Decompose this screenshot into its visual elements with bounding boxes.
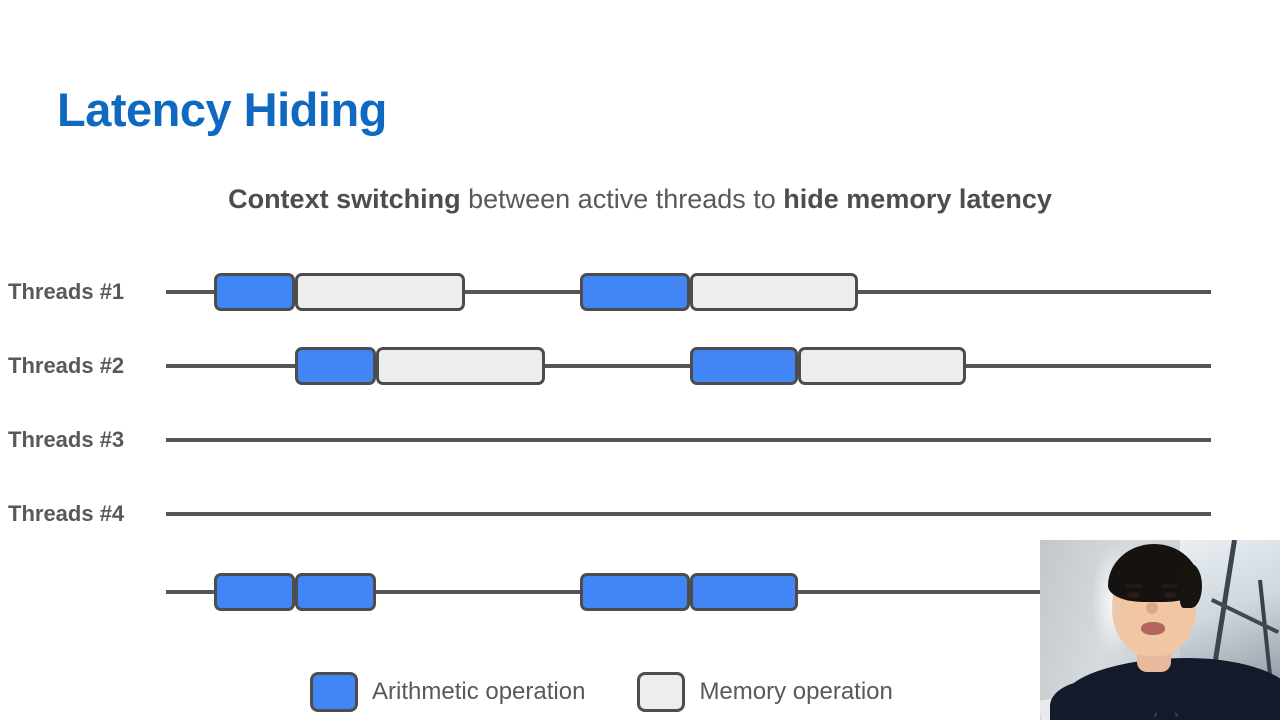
timeline-track-line	[166, 364, 1211, 368]
arithmetic-operation-block	[690, 573, 798, 611]
arithmetic-swatch-icon	[310, 672, 358, 712]
webcam-person-shoulder	[1050, 680, 1140, 720]
memory-operation-block	[295, 273, 465, 311]
legend-item-label: Memory operation	[699, 678, 893, 705]
legend-item-label: Arithmetic operation	[372, 678, 586, 705]
timeline-row-combined	[0, 562, 1280, 622]
timeline-track-line	[166, 438, 1211, 442]
webcam-person-nose	[1146, 602, 1158, 614]
timeline-row-label: Threads #4	[8, 501, 125, 526]
subtitle-bold-lead: Context switching	[228, 184, 461, 214]
page-title: Latency Hiding	[57, 83, 387, 136]
arithmetic-operation-block	[214, 273, 295, 311]
timeline-row-label: Threads #2	[8, 353, 125, 378]
legend-item-arithmetic: Arithmetic operation	[310, 672, 585, 712]
webcam-person-eye	[1127, 592, 1140, 598]
memory-operation-block	[690, 273, 858, 311]
arithmetic-operation-block	[295, 573, 376, 611]
timeline-row-thread-2: Threads #2	[0, 336, 1280, 396]
subtitle-bold-tail: hide memory latency	[783, 184, 1052, 214]
memory-swatch-icon	[637, 672, 686, 712]
memory-operation-block	[376, 347, 545, 385]
webcam-person-eye	[1164, 592, 1177, 598]
legend-item-memory: Memory operation	[637, 672, 893, 712]
timeline-row-label: Threads #1	[8, 279, 125, 304]
timeline-row-thread-4: Threads #4	[0, 484, 1280, 544]
timeline-row-thread-1: Threads #1	[0, 262, 1280, 322]
webcam-person-mouth	[1141, 622, 1165, 635]
memory-operation-block	[798, 347, 966, 385]
arithmetic-operation-block	[580, 573, 690, 611]
arithmetic-operation-block	[214, 573, 295, 611]
timeline-row-label: Threads #3	[8, 427, 125, 452]
arithmetic-operation-block	[580, 273, 690, 311]
timeline-row-thread-3: Threads #3	[0, 410, 1280, 470]
subtitle-middle: between active threads to	[460, 184, 784, 214]
webcam-person-eyebrow	[1161, 584, 1178, 588]
legend: Arithmetic operation Memory operation	[310, 672, 893, 712]
webcam-person-hair	[1180, 564, 1202, 608]
webcam-video-overlay[interactable]	[1040, 540, 1280, 720]
webcam-person-eyebrow	[1125, 584, 1142, 588]
slide-subtitle: Context switching between active threads…	[0, 184, 1280, 215]
timeline-track-line	[166, 512, 1211, 516]
arithmetic-operation-block	[295, 347, 376, 385]
arithmetic-operation-block	[690, 347, 798, 385]
